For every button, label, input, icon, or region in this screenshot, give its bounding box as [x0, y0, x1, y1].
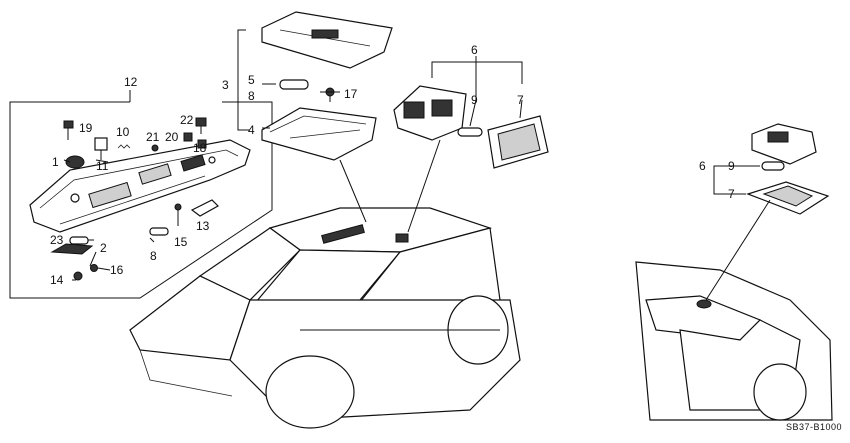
map-lamp-bracket	[431, 56, 523, 100]
callout-18: 18	[193, 141, 207, 155]
bracket-6-7-right	[713, 165, 746, 195]
callout-7-top: 7	[517, 93, 524, 107]
callout-17: 17	[344, 87, 358, 101]
callout-6-top: 6	[471, 43, 478, 57]
callout-23: 23	[50, 233, 64, 247]
callout-8-left: 8	[150, 249, 157, 263]
callout-2: 2	[100, 241, 107, 255]
callout-12: 12	[124, 75, 138, 89]
part-8-bulb-left	[149, 227, 169, 236]
callout-10: 10	[116, 125, 130, 139]
callout-5: 5	[248, 73, 255, 87]
part-15-screw	[174, 203, 182, 226]
part-21-screw	[151, 144, 159, 152]
diagram-code: SB37-B1000	[786, 422, 842, 432]
rear-lamp-housing	[751, 123, 817, 165]
part-14-screw	[73, 271, 83, 281]
part-5-bulb	[279, 79, 309, 90]
callout-8-top: 8	[248, 89, 255, 103]
part-17-screw	[325, 87, 335, 102]
map-lamp-lens	[487, 115, 549, 169]
callout-9-right: 9	[728, 159, 735, 173]
console-group-box	[9, 90, 273, 299]
callout-16: 16	[110, 263, 124, 277]
dome-lamp-cover	[261, 11, 393, 69]
part-9-bulb-rear	[761, 161, 785, 171]
part-2-lens	[50, 243, 94, 255]
callout-3: 3	[222, 78, 229, 92]
part-1-grommet	[65, 155, 85, 169]
callout-4: 4	[248, 123, 255, 137]
callout-13: 13	[196, 219, 210, 233]
part-11-clip	[94, 137, 108, 160]
callout-1: 1	[52, 155, 59, 169]
callout-22: 22	[180, 113, 194, 127]
part-16-screw	[90, 264, 98, 272]
map-lamp-housing	[393, 85, 467, 141]
part-20-screw	[183, 132, 193, 142]
part-19-screw	[63, 120, 74, 140]
callout-11: 11	[96, 159, 109, 173]
part-22-screw	[195, 117, 207, 134]
leader-lines	[63, 83, 771, 301]
callout-21: 21	[146, 130, 160, 144]
bracket-3-8	[237, 29, 250, 131]
part-18-screw	[197, 139, 207, 149]
car-main	[129, 207, 521, 429]
callout-14: 14	[50, 273, 64, 287]
car-right-partial	[635, 261, 833, 421]
callout-15: 15	[174, 235, 188, 249]
part-10-spring	[117, 144, 131, 149]
rear-lamp-lens	[746, 181, 830, 215]
callout-7-right: 7	[728, 187, 735, 201]
dome-lamp-housing	[261, 107, 377, 161]
callout-20: 20	[165, 130, 179, 144]
part-13-bracket	[190, 199, 219, 217]
callout-9-top: 9	[471, 93, 478, 107]
part-9-bulb-map	[457, 127, 483, 137]
part-23-bulb	[69, 236, 89, 245]
console-housing	[29, 139, 251, 233]
callout-6-right: 6	[699, 159, 706, 173]
callout-19: 19	[79, 121, 93, 135]
